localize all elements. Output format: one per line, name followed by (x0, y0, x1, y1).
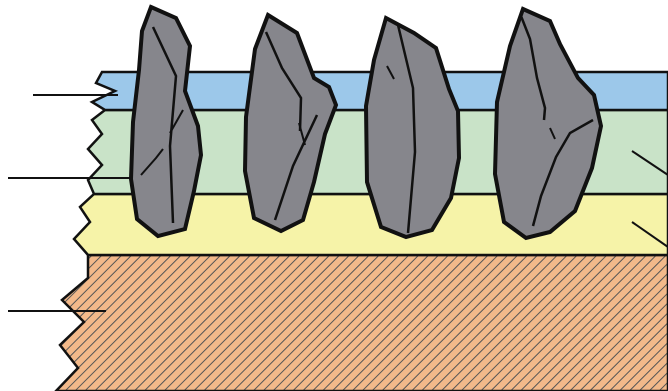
stone-3 (366, 18, 459, 237)
stone-1 (131, 7, 201, 236)
bedrock-layer (56, 255, 668, 391)
